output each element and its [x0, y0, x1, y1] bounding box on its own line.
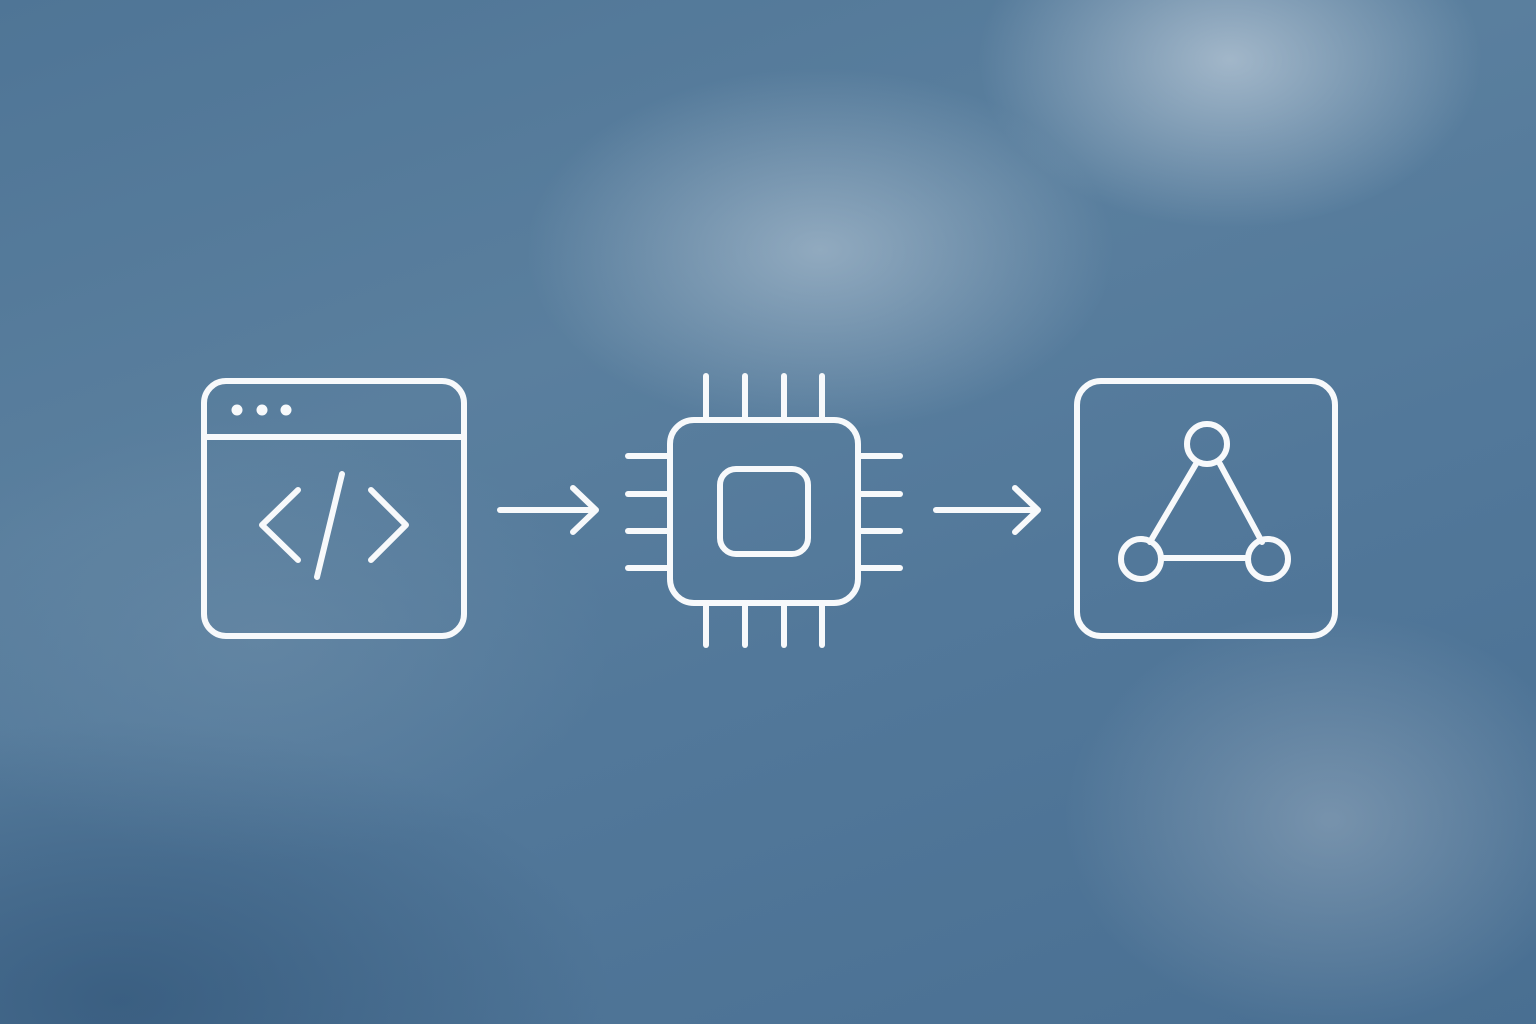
chip-core: [717, 466, 811, 557]
chip-body: [667, 417, 861, 606]
code-window-icon: [201, 378, 467, 639]
less-than-bracket: [259, 487, 301, 563]
network-graph-icon: [1074, 378, 1338, 639]
graph-frame: [1074, 378, 1338, 639]
cpu-chip-icon: [625, 373, 903, 648]
graph-edge: [1217, 461, 1265, 545]
graph-node-left: [1118, 536, 1164, 582]
arrow-right-icon: [933, 485, 1041, 535]
greater-than-bracket: [368, 487, 409, 563]
graph-node-right: [1245, 536, 1291, 582]
graph-node-top: [1184, 421, 1230, 467]
window-dot: [231, 404, 243, 416]
window-dot: [280, 404, 292, 416]
window-frame: [201, 378, 467, 639]
arrow-right-icon: [497, 485, 599, 535]
graph-edge: [1147, 461, 1199, 545]
arrow-head: [570, 485, 599, 535]
arrow-head: [1012, 485, 1041, 535]
slash-glyph: [314, 471, 345, 580]
window-dot: [256, 404, 268, 416]
